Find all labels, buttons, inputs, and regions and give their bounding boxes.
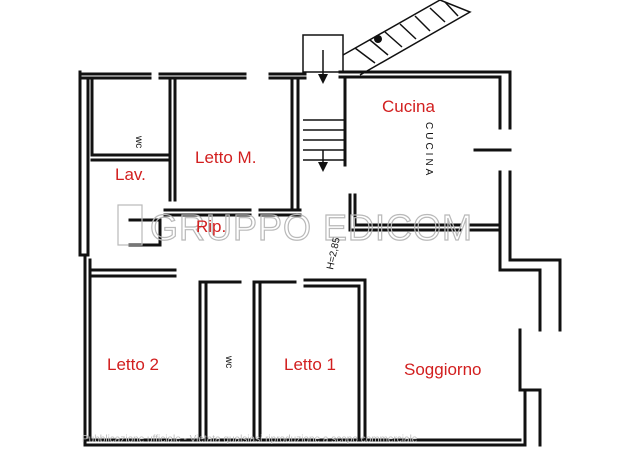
staircase [302, 0, 472, 172]
interior-walls [86, 76, 512, 442]
room-label-letto-1: Letto 1 [284, 355, 336, 374]
watermark-text: GRUPPO EDICOM [150, 207, 473, 248]
room-label-soggiorno: Soggiorno [404, 360, 482, 379]
wc-label-upper: wc [133, 135, 144, 148]
room-label-lav: Lav. [115, 165, 146, 184]
room-label-letto-2: Letto 2 [107, 355, 159, 374]
watermark: GRUPPO EDICOM [117, 204, 473, 249]
outer-walls [78, 70, 562, 447]
footer-watermark: Pubblicazione ufficiale - Vietata qualsi… [82, 434, 418, 445]
room-label-cucina: Cucina [382, 97, 435, 116]
cucina-vertical-label: CUCINA [423, 122, 434, 178]
room-label-letto-m: Letto M. [195, 148, 256, 167]
wc-label-lower: wc [223, 355, 234, 368]
room-label-rip: Rip. [196, 217, 226, 236]
